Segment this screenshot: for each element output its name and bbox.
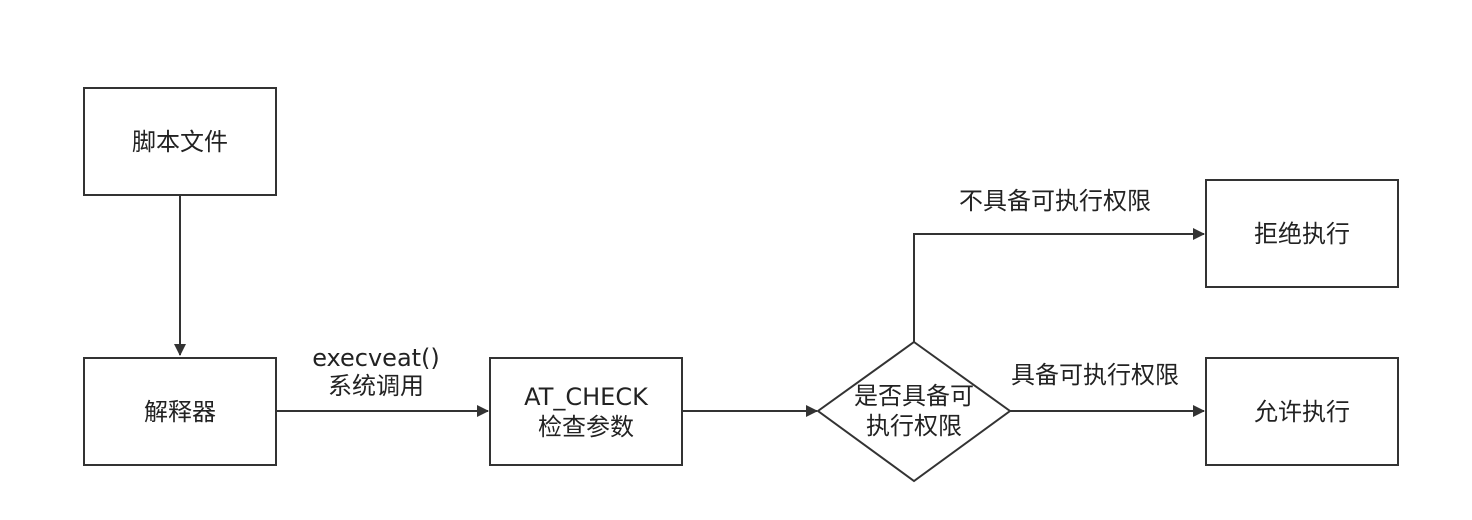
node-at-check-label-line1: AT_CHECK: [524, 382, 648, 411]
node-decision-label: 是否具备可 执行权限: [838, 371, 990, 451]
node-interpreter-label: 解释器: [144, 397, 216, 426]
edge-label-no-permission: 不具备可执行权限: [930, 187, 1180, 215]
node-deny-label: 拒绝执行: [1254, 219, 1350, 248]
edge-label-no-permission-text: 不具备可执行权限: [959, 187, 1151, 215]
edge-label-execveat-line2: 系统调用: [328, 372, 424, 400]
edge-label-execveat: execveat() 系统调用: [296, 344, 456, 400]
node-interpreter: 解释器: [83, 357, 277, 466]
edge-label-execveat-line1: execveat(): [312, 344, 440, 372]
node-decision-label-line2: 执行权限: [866, 412, 962, 440]
arrow-decision-to-deny: [913, 228, 1205, 342]
node-decision-label-line1: 是否具备可: [854, 382, 974, 410]
node-script-file: 脚本文件: [83, 87, 277, 196]
node-allow: 允许执行: [1205, 357, 1399, 466]
node-at-check-label-line2: 检查参数: [538, 412, 634, 441]
node-deny: 拒绝执行: [1205, 179, 1399, 288]
node-at-check: AT_CHECK 检查参数: [489, 357, 683, 466]
decision-diamond: [816, 340, 1012, 483]
node-allow-label: 允许执行: [1254, 397, 1350, 426]
edge-label-has-permission-text: 具备可执行权限: [1011, 361, 1179, 389]
node-script-file-label: 脚本文件: [132, 127, 228, 156]
edge-label-has-permission: 具备可执行权限: [990, 361, 1200, 389]
